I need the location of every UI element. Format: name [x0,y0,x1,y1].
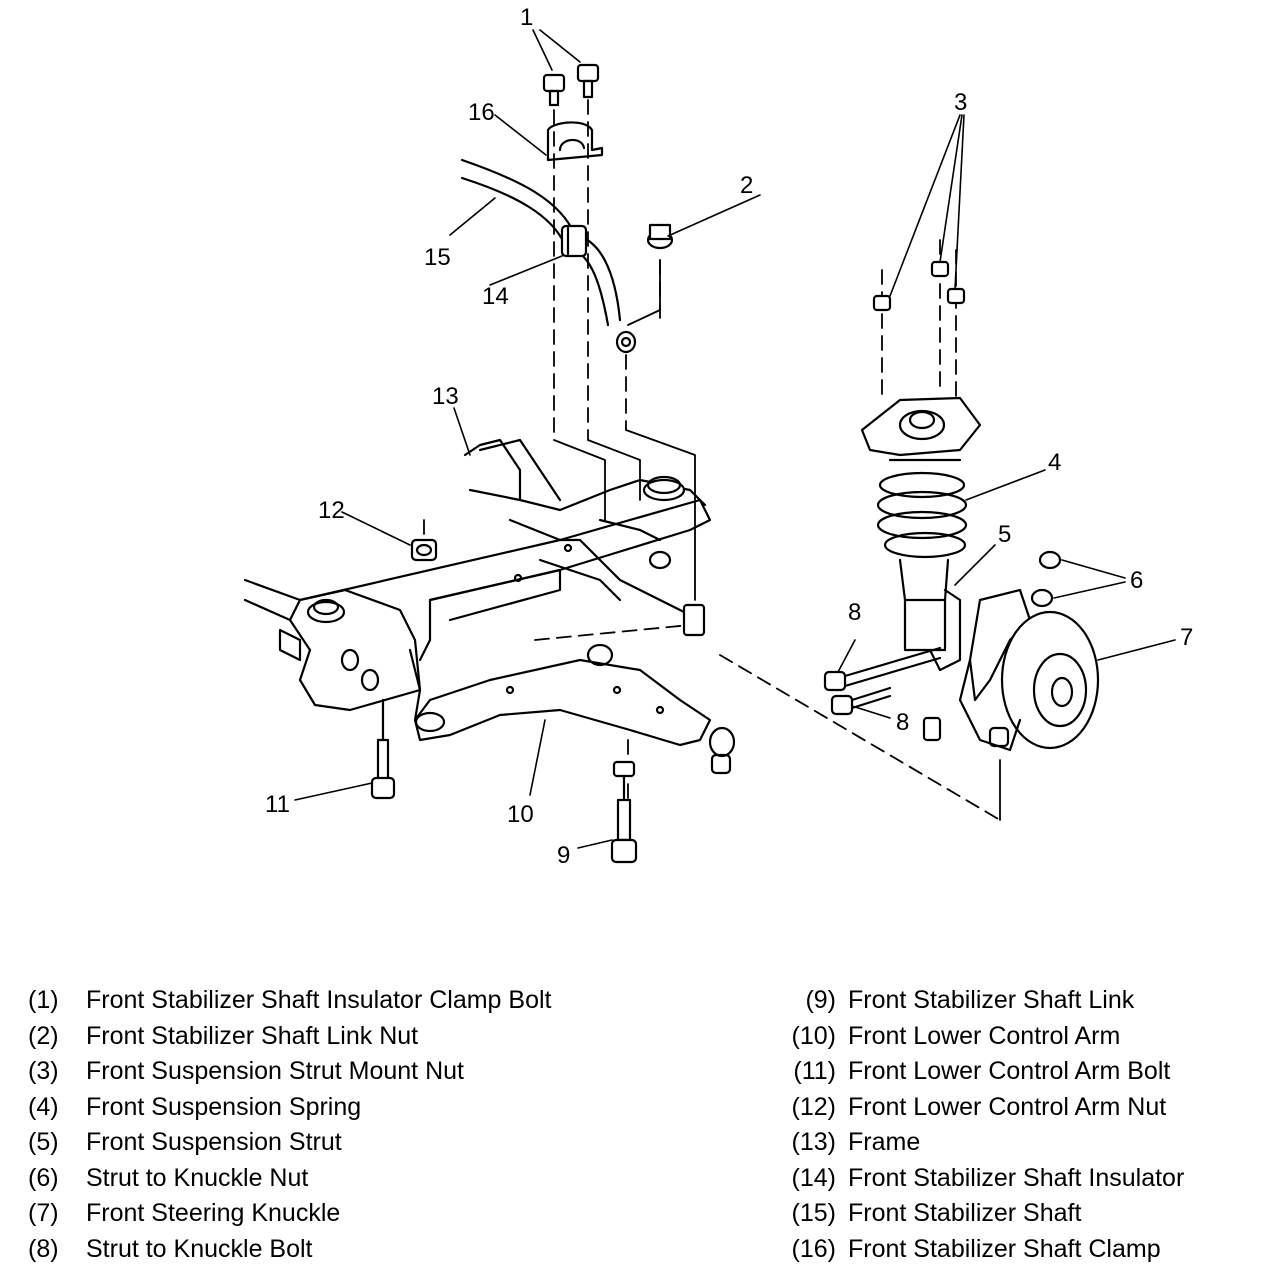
legend-number: (3) [28,1057,59,1085]
stabilizer-shaft [460,158,637,354]
callout-7: 7 [1180,624,1193,651]
legend-item: (9) Front Stabilizer Shaft Link [760,983,1184,1019]
legend-right-column: (9) Front Stabilizer Shaft Link (10) Front… [760,983,1185,1268]
callout-15: 15 [424,244,451,271]
stabilizer-insulator [560,224,588,258]
lca-nut [410,538,438,562]
legend-label: Front Stabilizer Shaft Insulator Clamp B… [86,986,552,1014]
legend-label: Front Steering Knuckle [86,1199,341,1227]
strut-assembly [860,396,982,672]
stabilizer-link [610,603,706,864]
legend-item: (12) Front Lower Control Arm Nut [760,1090,1184,1126]
callout-6: 6 [1130,567,1143,594]
legend-item: (11) Front Lower Control Arm Bolt [760,1054,1184,1090]
legend-label: Front Stabilizer Shaft Link Nut [86,1021,419,1050]
legend-label: Front Lower Control Arm Nut [848,1092,1167,1121]
strut-knuckle-bolts [823,646,942,716]
legend-number: (12) [791,1092,836,1121]
frame [243,438,712,662]
callout-8b: 8 [896,709,909,736]
legend-label: Front Lower Control Arm Bolt [848,1057,1171,1085]
legend-item: (3) Front Suspension Strut Mount Nut [28,1054,551,1090]
link-nut [646,223,674,250]
legend-label: Front Stabilizer Shaft Insulator [848,1163,1185,1192]
legend-label: Strut to Knuckle Nut [86,1163,309,1192]
callout-16: 16 [468,99,495,126]
legend-number: (1) [28,986,59,1014]
ball-joint [708,726,736,775]
legend-label: Front Stabilizer Shaft Link [848,986,1135,1014]
legend-number: (14) [791,1163,836,1192]
legend-item: (15) Front Stabilizer Shaft [760,1196,1184,1232]
callout-4: 4 [1048,449,1061,476]
legend-item: (2) Front Stabilizer Shaft Link Nut [28,1019,551,1055]
legend-item: (6) Strut to Knuckle Nut [28,1161,551,1197]
legend-item: (5) Front Suspension Strut [28,1125,551,1161]
legend-item: (8) Strut to Knuckle Bolt [28,1232,551,1268]
callout-11: 11 [265,791,290,818]
callout-3: 3 [954,89,967,116]
legend-item: (14) Front Stabilizer Shaft Insulator [760,1161,1185,1197]
clamp-bolts [542,63,600,107]
lower-control-arm [408,643,712,747]
callout-12: 12 [318,497,345,524]
legend-number: (13) [791,1128,836,1156]
legend-item: (16) Front Stabilizer Shaft Clamp [760,1232,1184,1268]
callout-10: 10 [507,801,534,828]
legend-label: Front Stabilizer Shaft Clamp [848,1234,1161,1263]
legend-number: (8) [28,1234,59,1263]
callout-8a: 8 [848,599,861,626]
stabilizer-clamp [546,121,604,162]
legend-number: (15) [791,1199,836,1227]
legend-number: (7) [28,1199,59,1227]
legend-label: Front Suspension Spring [86,1092,362,1121]
lca-bolt [370,698,396,800]
callout-13: 13 [432,383,459,410]
steering-knuckle [922,588,1100,752]
legend-number: (4) [28,1092,59,1121]
legend-number: (6) [28,1163,59,1192]
legend-label: Front Lower Control Arm [848,1021,1121,1050]
strut-knuckle-nuts [1030,550,1062,608]
legend-left-column: (1) Front Stabilizer Shaft Insulator Clam… [28,983,551,1267]
callout-14: 14 [482,283,509,310]
callout-1: 1 [520,4,533,31]
legend-item: (7) Front Steering Knuckle [28,1196,551,1232]
legend-number: (9) [805,986,836,1014]
legend-item: (1) Front Stabilizer Shaft Insulator Clam… [28,983,551,1019]
callout-2: 2 [740,172,753,199]
legend-item: (4) Front Suspension Spring [28,1090,551,1126]
strut-mount-nuts [872,260,966,312]
legend-number: (5) [28,1128,59,1156]
legend-label: Front Suspension Strut Mount Nut [86,1057,464,1085]
legend-item: (10) Front Lower Control Arm [760,1019,1184,1055]
callout-5: 5 [998,521,1011,548]
legend-number: (11) [793,1057,836,1085]
front-mount-bracket [278,588,422,712]
legend-number: (2) [28,1021,59,1050]
legend-label: Front Stabilizer Shaft [848,1199,1082,1227]
legend-label: Frame [848,1128,921,1156]
legend-label: Strut to Knuckle Bolt [86,1234,313,1263]
legend-number: (10) [791,1021,836,1050]
suspension-exploded-diagram: 1 2 3 4 5 6 7 8 8 9 10 11 12 13 14 15 16 [243,4,1193,869]
callout-9: 9 [557,842,570,869]
legend-item: (13) Frame [760,1125,1184,1161]
legend-label: Front Suspension Strut [86,1128,342,1156]
legend-number: (16) [791,1234,836,1263]
